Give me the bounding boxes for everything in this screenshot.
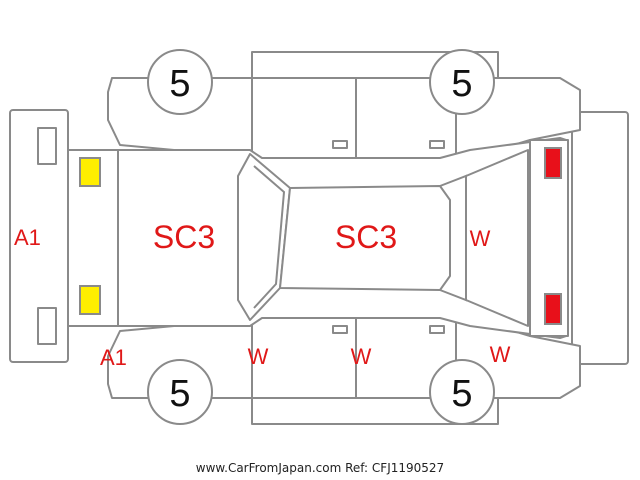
wheel-front-left	[147, 49, 213, 115]
left-taillight	[544, 147, 562, 179]
front-bumper-grille-upper	[37, 127, 57, 165]
left-rear-door-handle	[429, 140, 445, 149]
mark-hood: SC3	[153, 219, 215, 255]
wheel-rear-left-grade: 5	[451, 63, 472, 105]
mark-rear-right-pillar: W	[351, 344, 372, 369]
mark-front-bumper: A1	[14, 225, 41, 250]
source-credit: www.CarFromJapan.com Ref: CFJ1190527	[196, 461, 444, 475]
windshield-inner	[253, 165, 286, 309]
left-front-door-handle	[332, 140, 348, 149]
mark-front-corner: A1	[100, 345, 127, 370]
right-rear-door-handle	[429, 325, 445, 334]
mark-rear-glass: W	[470, 226, 491, 251]
left-headlight	[79, 157, 101, 187]
mark-roof: SC3	[335, 219, 397, 255]
right-headlight	[79, 285, 101, 315]
mark-front-right-pillar: W	[248, 344, 269, 369]
wheel-front-right-grade: 5	[169, 373, 190, 415]
rear-bumper	[571, 111, 629, 365]
front-bumper-grille-lower	[37, 307, 57, 345]
wheel-rear-right-grade: 5	[451, 373, 472, 415]
right-front-door-handle	[332, 325, 348, 334]
wheel-rear-left	[429, 49, 495, 115]
rear-glass	[465, 149, 529, 327]
right-taillight	[544, 293, 562, 325]
wheel-front-right	[147, 359, 213, 425]
mark-rear-right-corner: W	[490, 342, 511, 367]
wheel-front-left-grade: 5	[169, 63, 190, 105]
wheel-rear-right	[429, 359, 495, 425]
